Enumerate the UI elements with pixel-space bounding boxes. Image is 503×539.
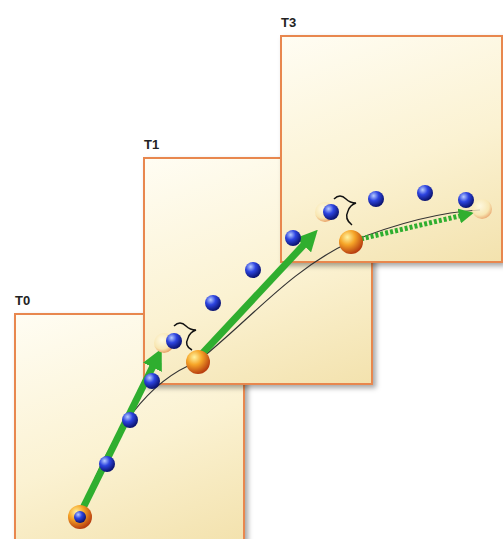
trajectory-curve	[80, 210, 480, 517]
velocity-arrow	[200, 236, 312, 356]
frame-label: T1	[143, 137, 373, 153]
actual-position	[68, 505, 92, 529]
frame-label: T3	[280, 15, 503, 31]
actual-position	[339, 230, 363, 254]
time-frame-node: T1	[143, 137, 373, 153]
sample-dot	[74, 511, 86, 523]
predicted-position	[472, 199, 492, 219]
actual-position	[186, 350, 210, 374]
error-brace	[334, 196, 356, 225]
sample-dots	[99, 185, 474, 472]
time-frame-node: T3	[280, 15, 503, 31]
error-brace	[174, 323, 196, 350]
frame-label: T0	[14, 293, 245, 309]
velocity-arrow	[356, 214, 468, 240]
time-frame	[280, 35, 503, 263]
time-frame-node: T0	[14, 293, 245, 309]
